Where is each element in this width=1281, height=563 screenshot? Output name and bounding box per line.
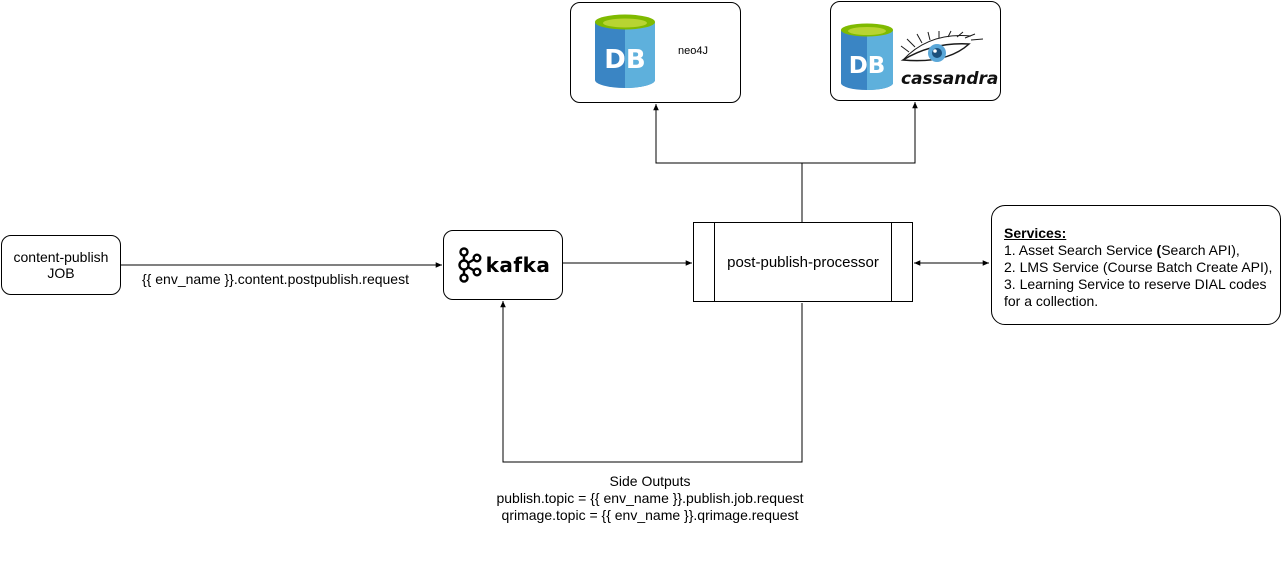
neo4j-label: neo4J xyxy=(678,45,708,57)
services-node[interactable]: Services: 1. Asset Search Service (Searc… xyxy=(991,205,1281,325)
side-outputs-label: Side Outputs publish.topic = {{ env_name… xyxy=(470,473,830,524)
kafka-logo-icon xyxy=(457,247,482,283)
database-icon: DB xyxy=(841,23,893,90)
edge-job-kafka-label: {{ env_name }}.content.postpublish.reque… xyxy=(142,271,409,287)
post-publish-processor-node[interactable]: post-publish-processor xyxy=(693,222,913,302)
db-icon-text: DB xyxy=(849,53,886,79)
side-outputs-line-1: publish.topic = {{ env_name }}.publish.j… xyxy=(496,490,804,506)
content-publish-job-node[interactable]: content-publish JOB xyxy=(1,235,121,295)
job-label-line1: content-publish xyxy=(13,249,109,265)
services-item-1-prefix: 1. Asset Search Service xyxy=(1004,242,1157,258)
edge-processor-to-cassandra xyxy=(802,102,918,164)
side-outputs-line-2: qrimage.topic = {{ env_name }}.qrimage.r… xyxy=(501,507,799,523)
services-item-2: 2. LMS Service (Course Batch Create API)… xyxy=(1004,259,1273,275)
services-item-4: for a collection. xyxy=(1004,293,1099,309)
kafka-label: kafka xyxy=(485,253,551,277)
processor-left-bar xyxy=(714,223,715,301)
neo4j-db-node[interactable]: DB neo4J xyxy=(570,2,741,103)
services-title: Services: xyxy=(1004,225,1067,241)
services-item-1-bold: ( xyxy=(1156,242,1162,258)
processor-right-bar xyxy=(891,223,892,301)
services-item-1: 1. Asset Search Service (Search API), xyxy=(1004,242,1272,259)
database-icon: DB xyxy=(595,14,655,88)
side-outputs-title: Side Outputs xyxy=(609,473,691,489)
cassandra-label: cassandra xyxy=(901,69,999,89)
job-label-line2: JOB xyxy=(47,265,75,281)
cassandra-eye-icon xyxy=(900,30,984,62)
cassandra-db-node[interactable]: DB cassandra xyxy=(830,1,1001,101)
db-icon-text: DB xyxy=(604,45,645,75)
services-item-1-suffix: Search API), xyxy=(1161,242,1240,258)
edge-side-outputs-to-kafka xyxy=(500,301,803,463)
services-item-3: 3. Learning Service to reserve DIAL code… xyxy=(1004,276,1267,292)
processor-label: post-publish-processor xyxy=(727,254,879,271)
edge-processor-to-neo4j xyxy=(653,104,803,222)
kafka-node[interactable]: kafka xyxy=(443,230,563,300)
